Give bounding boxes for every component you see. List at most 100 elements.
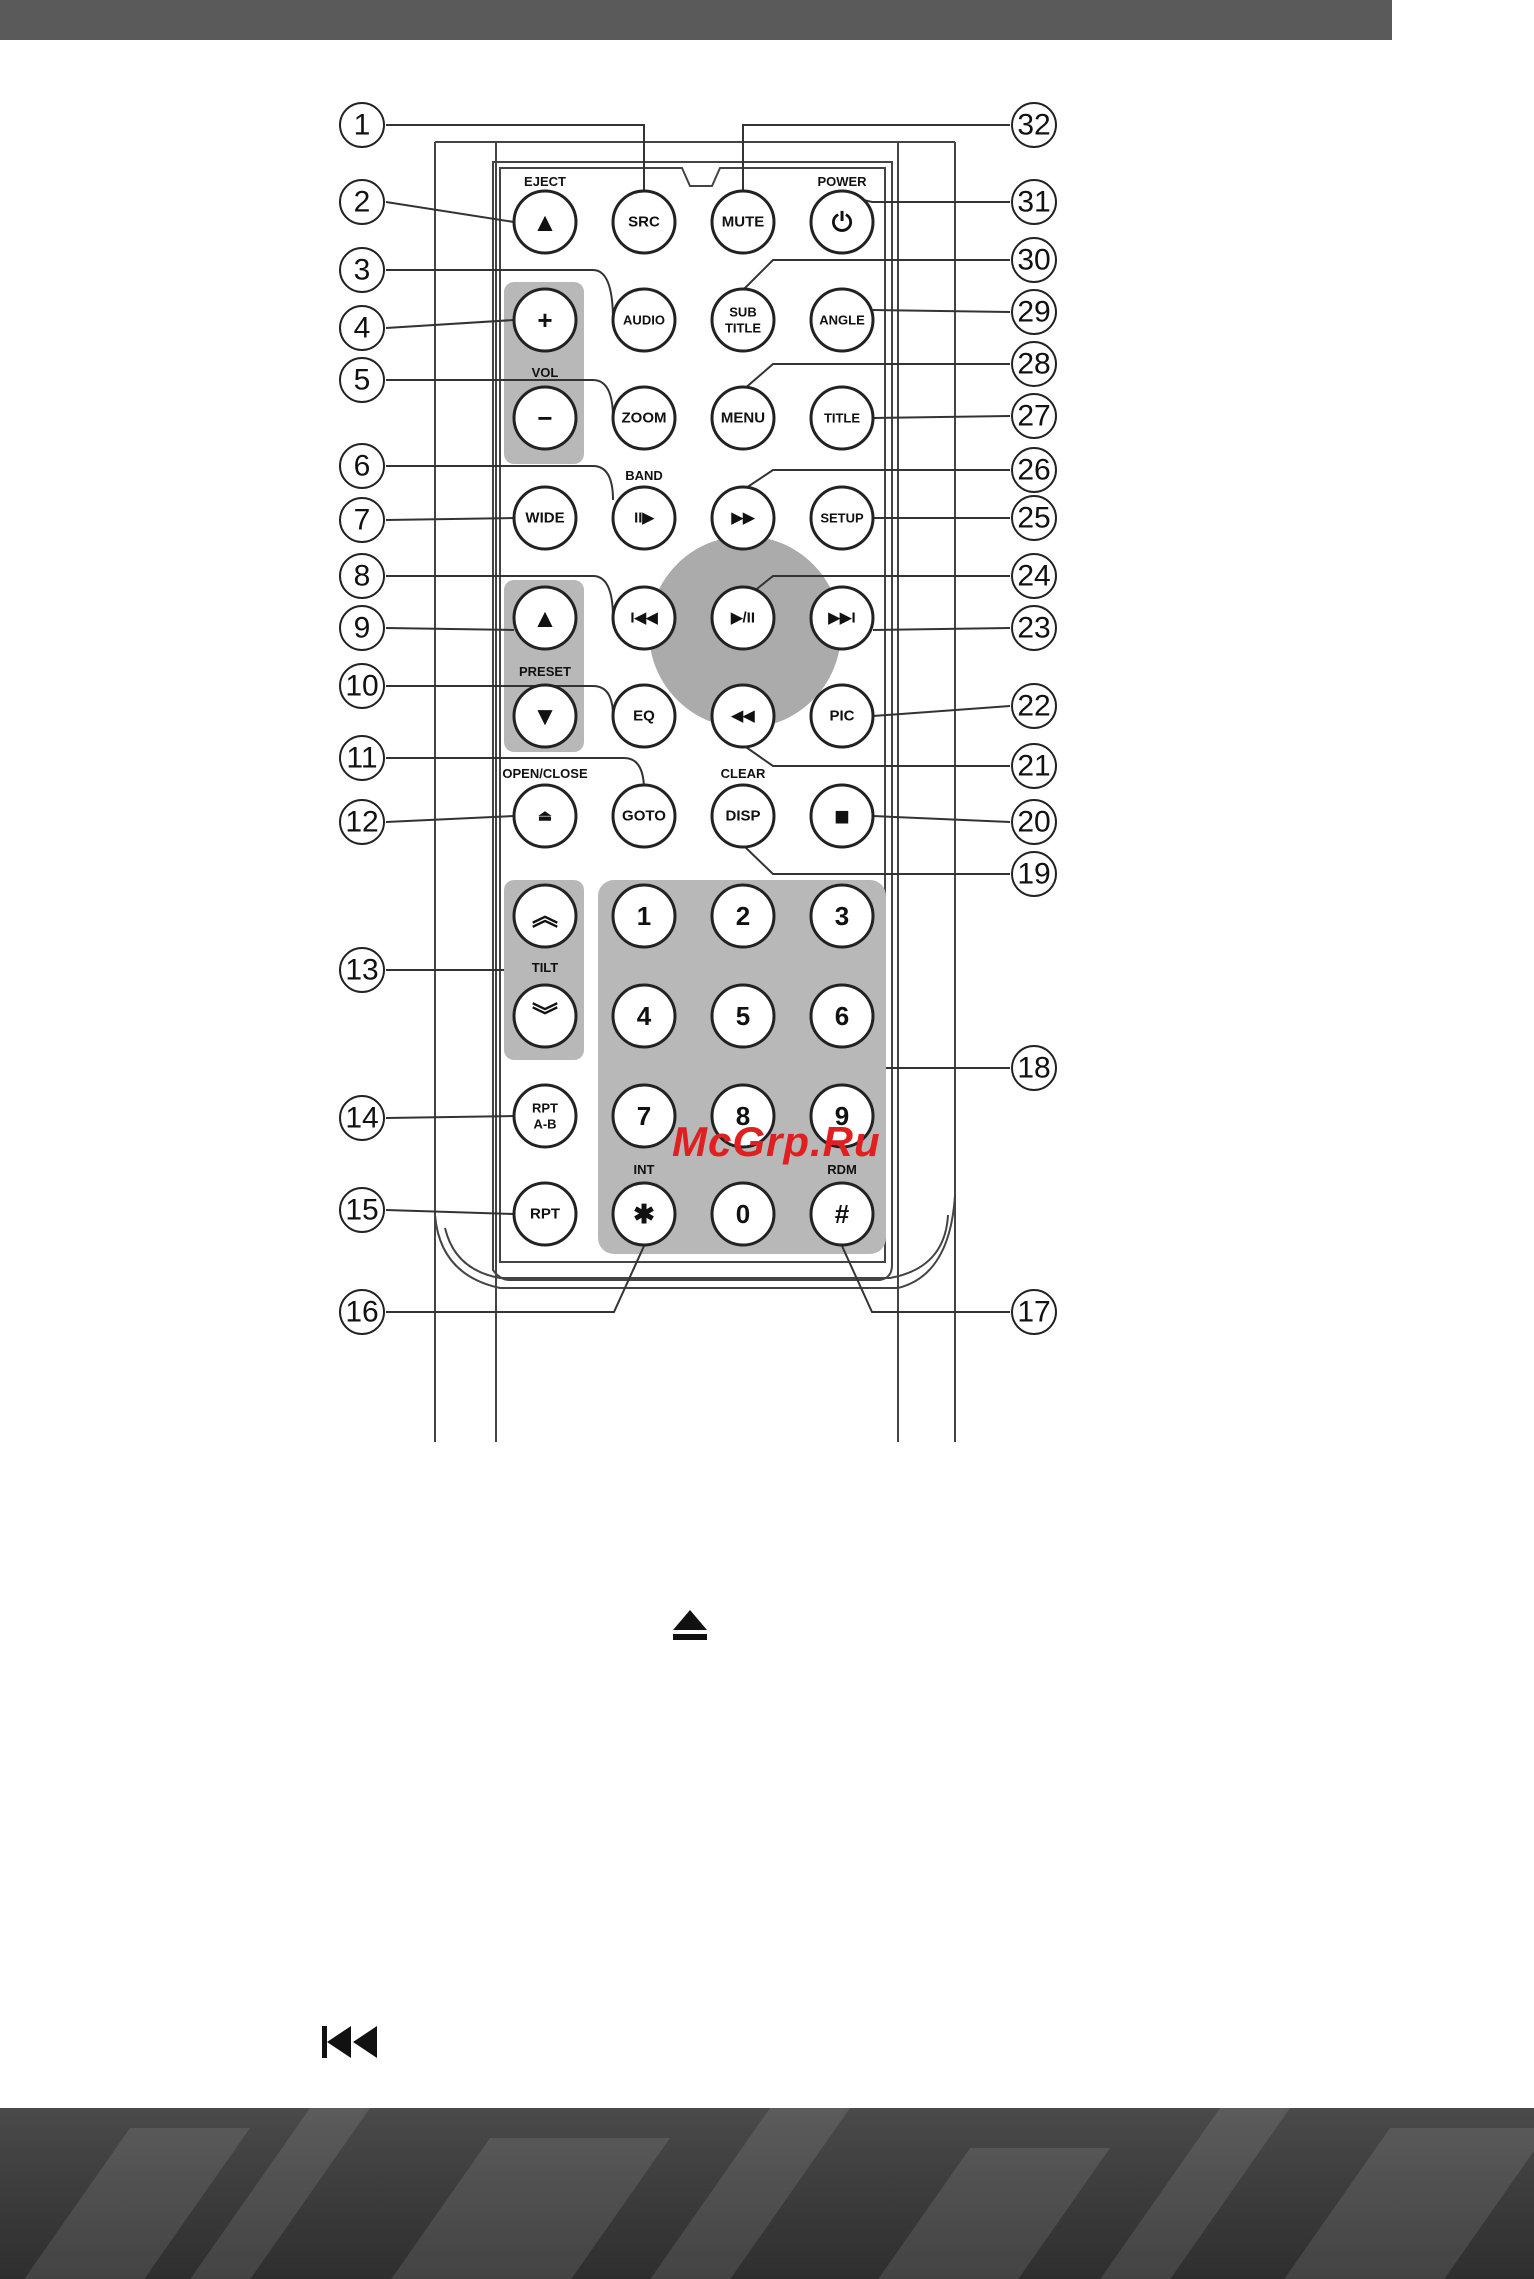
button-k5-label: 5 <box>736 1001 750 1031</box>
callout-26-circle <box>1011 447 1057 493</box>
leader-line <box>386 269 614 321</box>
callout-3: 3 <box>339 247 385 293</box>
callout-6-number: 6 <box>354 450 371 483</box>
button-star[interactable]: ✱INT <box>611 1162 677 1247</box>
button-mute[interactable]: MUTE <box>710 189 776 255</box>
button-next[interactable]: ▶▶I <box>809 585 875 651</box>
button-audio-shape <box>611 287 677 353</box>
leader-line <box>386 1245 645 1313</box>
button-star-shape <box>611 1181 677 1247</box>
leader-line <box>385 319 515 329</box>
button-rpt-ab-label: A-B <box>533 1117 556 1132</box>
button-k9[interactable]: 9 <box>809 1083 875 1149</box>
button-hash[interactable]: #RDM <box>809 1162 875 1247</box>
button-setup[interactable]: SETUP <box>809 485 875 551</box>
callout-30-number: 30 <box>1017 244 1050 277</box>
leader-line <box>386 465 614 501</box>
button-preset-down[interactable]: ▼ <box>512 683 578 749</box>
button-rpt[interactable]: RPT <box>512 1181 578 1247</box>
button-power[interactable]: ⏻POWER <box>809 174 875 255</box>
button-disp-top-label: CLEAR <box>721 766 766 781</box>
callout-7-number: 7 <box>354 504 371 537</box>
callout-5-circle <box>339 357 385 403</box>
button-rew[interactable]: ◀◀ <box>710 683 776 749</box>
leader-line <box>742 744 1010 767</box>
button-pic-label: PIC <box>829 708 854 725</box>
button-k2-shape <box>710 883 776 949</box>
button-band-label: II▶ <box>634 510 655 527</box>
callout-1-number: 1 <box>354 109 371 142</box>
callout-23-number: 23 <box>1017 612 1050 645</box>
button-zoom[interactable]: ZOOM <box>611 385 677 451</box>
button-k1-label: 1 <box>637 901 651 931</box>
button-vol-down-label: − <box>537 403 552 433</box>
button-k0[interactable]: 0 <box>710 1181 776 1247</box>
callout-16-circle <box>339 1289 385 1335</box>
button-eject-label: ▲ <box>532 207 558 237</box>
button-prev[interactable]: I◀◀ <box>611 585 677 651</box>
button-tilt-down[interactable]: ︾ <box>512 983 578 1049</box>
callout-22-circle <box>1011 683 1057 729</box>
button-rpt-label: RPT <box>530 1206 560 1223</box>
button-band[interactable]: II▶BAND <box>611 468 677 551</box>
button-k1[interactable]: 1 <box>611 883 677 949</box>
button-k5[interactable]: 5 <box>710 983 776 1049</box>
callout-29-circle <box>1011 289 1057 335</box>
button-preset-up[interactable]: ▲ <box>512 585 578 651</box>
button-goto-shape <box>611 783 677 849</box>
callout-26-number: 26 <box>1017 454 1050 487</box>
button-rpt-ab-shape <box>512 1083 578 1149</box>
button-audio[interactable]: AUDIO <box>611 287 677 353</box>
button-stop-label: ■ <box>834 801 850 831</box>
leader-line <box>872 415 1011 419</box>
button-k6[interactable]: 6 <box>809 983 875 1049</box>
button-goto[interactable]: GOTO <box>611 783 677 849</box>
button-src[interactable]: SRC <box>611 189 677 255</box>
button-eject[interactable]: ▲EJECT <box>512 174 578 255</box>
callout-32-number: 32 <box>1017 109 1050 142</box>
button-k6-label: 6 <box>835 1001 849 1031</box>
button-menu[interactable]: MENU <box>710 385 776 451</box>
button-play[interactable]: ▶/II <box>710 585 776 651</box>
button-k4[interactable]: 4 <box>611 983 677 1049</box>
callout-31-number: 31 <box>1017 186 1050 219</box>
button-title-label: TITLE <box>824 411 860 426</box>
callout-23: 23 <box>1011 605 1057 651</box>
button-angle[interactable]: ANGLE <box>809 287 875 353</box>
button-star-top-label: INT <box>634 1162 655 1177</box>
callout-18-number: 18 <box>1017 1052 1050 1085</box>
button-k6-shape <box>809 983 875 1049</box>
button-angle-shape <box>809 287 875 353</box>
button-open-close-shape <box>512 783 578 849</box>
callout-23-circle <box>1011 605 1057 651</box>
button-vol-down[interactable]: − <box>512 385 578 451</box>
button-tilt-up[interactable]: ︽ <box>512 883 578 949</box>
button-eq[interactable]: EQ <box>611 683 677 749</box>
callout-21-number: 21 <box>1017 750 1050 783</box>
button-k2[interactable]: 2 <box>710 883 776 949</box>
button-pic[interactable]: PIC <box>809 683 875 749</box>
callout-24-circle <box>1011 553 1057 599</box>
button-open-close[interactable]: ⏏OPEN/CLOSE <box>502 766 588 849</box>
group-label-vol: VOL <box>532 365 559 380</box>
button-vol-up[interactable]: + <box>512 287 578 353</box>
button-k3[interactable]: 3 <box>809 883 875 949</box>
header-bar <box>0 0 1392 40</box>
button-k0-label: 0 <box>736 1199 750 1229</box>
leader-line <box>742 124 1010 194</box>
button-k7[interactable]: 7 <box>611 1083 677 1149</box>
button-eject-shape <box>512 189 578 255</box>
button-title[interactable]: TITLE <box>809 385 875 451</box>
button-preset-up-label: ▲ <box>532 603 558 633</box>
button-k8[interactable]: 8 <box>710 1083 776 1149</box>
button-ff[interactable]: ▶▶ <box>710 485 776 551</box>
button-wide[interactable]: WIDE <box>512 485 578 551</box>
callout-21: 21 <box>1011 743 1057 789</box>
button-stop[interactable]: ■ <box>809 783 875 849</box>
callout-25-number: 25 <box>1017 502 1050 535</box>
button-subtitle-label: TITLE <box>725 321 761 336</box>
